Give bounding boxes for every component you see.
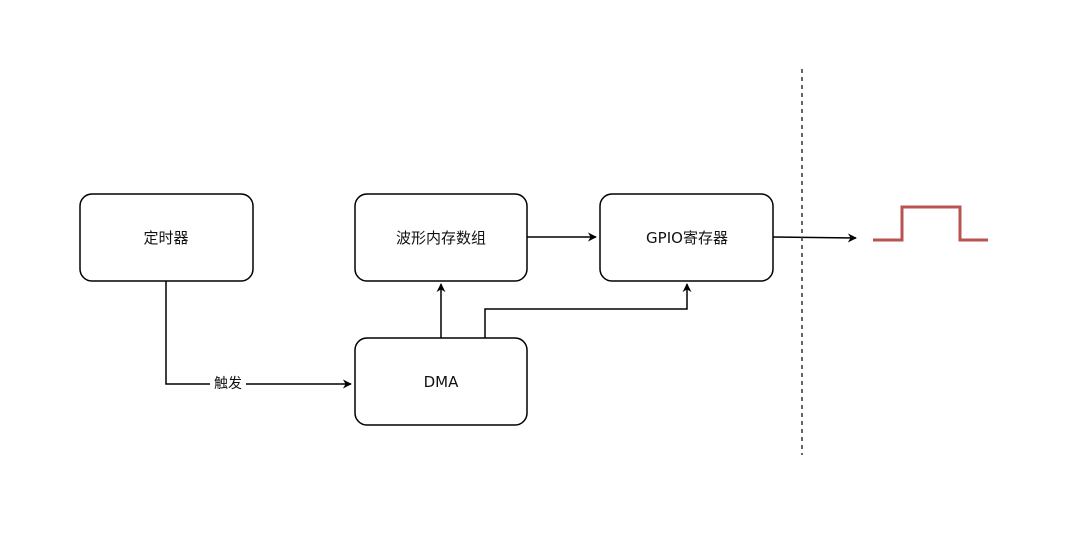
node-dma-box: [354, 337, 528, 426]
node-waveform-array-box: [354, 193, 528, 282]
node-gpio-register-box: [599, 193, 774, 282]
node-gpio-register-label: GPIO寄存器: [646, 229, 728, 247]
edge-dma-to-gpio-register: [484, 283, 692, 338]
node-gpio-register: GPIO寄存器: [599, 193, 774, 282]
node-timer: 定时器: [79, 193, 254, 282]
edge-timer-to-dma: [165, 281, 352, 389]
node-timer-box: [79, 193, 254, 282]
edge-label-background: [210, 373, 246, 393]
node-waveform-array: 波形内存数组: [354, 193, 528, 282]
node-timer-label: 定时器: [143, 229, 188, 247]
node-waveform-array-label: 波形内存数组: [396, 229, 486, 247]
edge-label-trigger: 触发: [214, 376, 242, 392]
node-dma: DMA: [354, 337, 528, 426]
node-dma-label: DMA: [424, 373, 459, 391]
square-pulse-waveform: [873, 205, 988, 242]
edge-gpio-register-to-output: [772, 233, 857, 243]
